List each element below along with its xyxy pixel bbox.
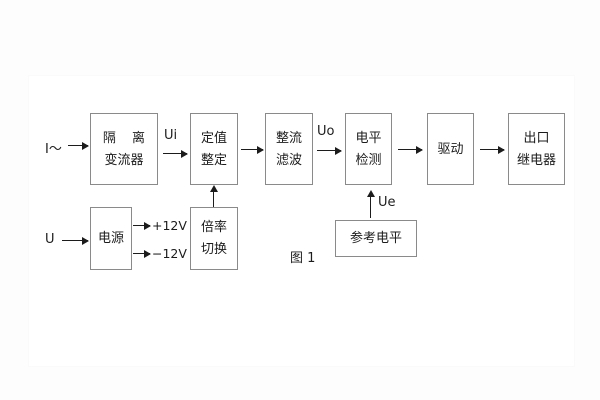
arrow-drive-to-relay xyxy=(480,145,505,154)
voltage-input-label: U xyxy=(45,232,55,247)
arrow-reference-to-level xyxy=(366,190,375,218)
arrow-setting-to-rectify xyxy=(241,145,264,154)
block-output-relay-line2: 继电器 xyxy=(516,152,556,168)
arrow-level-to-drive xyxy=(398,145,423,154)
block-setting-adjust[interactable]: 定值 整定 xyxy=(190,113,238,185)
block-level-detect-line2: 检测 xyxy=(355,152,382,168)
signal-ue-label: Ue xyxy=(378,195,396,210)
block-level-detect[interactable]: 电平 检测 xyxy=(345,113,392,185)
block-rectify-filter-line2: 滤波 xyxy=(275,152,302,168)
arrow-current-to-isolation xyxy=(68,141,89,150)
block-drive-line1: 驱动 xyxy=(437,141,464,157)
block-rectify-filter[interactable]: 整流 滤波 xyxy=(265,113,313,185)
block-setting-adjust-line2: 整定 xyxy=(200,152,227,168)
current-input-label: I～ xyxy=(45,142,62,157)
block-multiplier-switch-line1: 倍率 xyxy=(200,220,227,235)
arrow-rail-pos xyxy=(133,221,151,230)
block-drive[interactable]: 驱动 xyxy=(427,113,474,185)
block-power-supply[interactable]: 电源 xyxy=(90,207,132,270)
arrow-multiplier-to-setting xyxy=(209,185,218,207)
block-reference-level-line1: 参考电平 xyxy=(349,231,402,246)
block-multiplier-switch-line2: 切换 xyxy=(200,242,227,257)
arrow-isolation-to-setting xyxy=(163,149,188,158)
block-power-supply-line1: 电源 xyxy=(97,231,124,246)
arrow-rail-neg xyxy=(133,249,151,258)
block-isolation-transformer-line2: 变流器 xyxy=(104,152,144,168)
signal-ui-label: Ui xyxy=(164,128,178,143)
block-isolation-transformer[interactable]: 隔 离 变流器 xyxy=(90,113,158,185)
arrow-voltage-to-power xyxy=(62,236,89,245)
block-output-relay-line1: 出口 xyxy=(523,130,550,146)
block-output-relay[interactable]: 出口 继电器 xyxy=(508,113,565,185)
block-setting-adjust-line1: 定值 xyxy=(200,130,227,146)
rail-pos-label: +12V xyxy=(152,218,187,233)
rail-neg-label: −12V xyxy=(152,246,187,261)
block-reference-level[interactable]: 参考电平 xyxy=(335,220,417,257)
signal-uo-label: Uo xyxy=(317,124,335,139)
block-rectify-filter-line1: 整流 xyxy=(275,130,302,146)
arrow-rectify-to-level xyxy=(317,146,342,155)
block-multiplier-switch[interactable]: 倍率 切换 xyxy=(190,207,238,270)
block-isolation-transformer-line1: 隔 离 xyxy=(102,130,152,146)
figure-caption: 图 1 xyxy=(290,251,316,266)
block-level-detect-line1: 电平 xyxy=(355,130,382,146)
